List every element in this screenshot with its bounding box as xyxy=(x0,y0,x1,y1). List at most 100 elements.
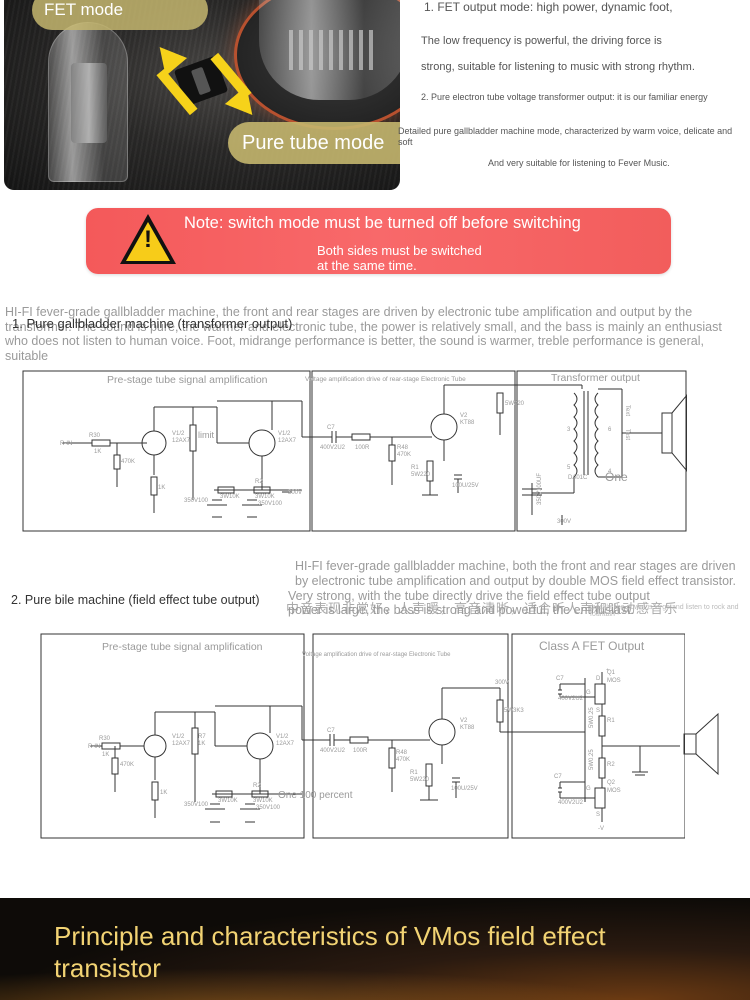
section2-chinese-text: 中音表现非常好，人声暖，高音清晰，适合听人声和听动感音乐 xyxy=(286,601,679,616)
tube-mode-title: 2. Pure electron tube voltage transforme… xyxy=(421,92,708,102)
switch-note-banner xyxy=(86,208,671,274)
label-t6: 6 xyxy=(608,427,612,433)
vmos-section-title: Principle and characteristics of VMos fi… xyxy=(54,921,606,983)
speaker-icon xyxy=(683,712,719,776)
label-r3w: 3W10K xyxy=(220,494,240,500)
d1-mid-stage-label: Voltage amplification drive of rear-stag… xyxy=(305,376,466,383)
label-c100: 100U/25V xyxy=(452,483,479,489)
d2-label-v2: V2 xyxy=(460,718,468,724)
d2-label-v1a-type: 12AX7 xyxy=(172,741,191,747)
fet-mode-line-1: The low frequency is powerful, the drivi… xyxy=(421,35,662,47)
label-r1: R1 xyxy=(411,465,419,471)
label-r1v: 5W220 xyxy=(411,472,431,478)
fet-output-schematic: R-IN R30 1K 470K 1K V1/2 12AX7 R7 1K V1/… xyxy=(40,633,685,839)
section2-small-note: quickly, the power is large and listen t… xyxy=(590,604,739,618)
tube-electrode xyxy=(71,63,107,143)
d2-label-r5w025: 5W0.25 xyxy=(589,707,595,728)
label-r30: R30 xyxy=(89,433,101,439)
label-r100: 100R xyxy=(355,445,370,451)
d2-label-r1b: R1 xyxy=(607,718,615,724)
d2-label-c7: C7 xyxy=(327,728,335,734)
d2-label-v2t: KT88 xyxy=(460,725,475,731)
label-c350: 350V100 xyxy=(184,498,209,504)
amplifier-photo: FET mode Pure tube mode xyxy=(4,0,400,190)
d2-label-r470: 470K xyxy=(120,762,134,768)
d2-label-v1b: V1/2 xyxy=(276,734,289,740)
section1-heading: 1. Pure gallbladder machine (transformer… xyxy=(12,316,293,331)
label-r5w: 5W220 xyxy=(505,401,525,407)
warning-icon-fill xyxy=(126,222,170,261)
d2-pre-stage-label: Pre-stage tube signal amplification xyxy=(102,641,263,653)
label-r470: 470K xyxy=(121,459,135,465)
d2-output-label: Class A FET Output xyxy=(539,639,645,653)
d2-label-r30v: 1K xyxy=(102,752,109,758)
label-v2t: KT88 xyxy=(460,420,475,426)
d2-label-c7bv: 400V2U2 xyxy=(558,696,584,702)
d2-label-c100: 100U/25V xyxy=(451,786,478,792)
d2-label-mos2: MOS xyxy=(607,788,621,794)
d2-label-rin: R-IN xyxy=(88,744,100,750)
label-t3: 3 xyxy=(567,427,571,433)
d2-label-mos: MOS xyxy=(607,678,621,684)
d2-label-r1k: 1K xyxy=(160,790,167,796)
label-r48v: 470K xyxy=(397,452,411,458)
vmos-section-banner xyxy=(0,898,750,1000)
note-line-3: at the same time. xyxy=(317,258,417,273)
d2-label-s: S xyxy=(596,708,600,714)
tube-mode-label: Pure tube mode xyxy=(228,122,400,164)
label-c7: C7 xyxy=(327,425,335,431)
label-da: DA01C xyxy=(568,475,588,481)
d2-label-c7v: 400V2U2 xyxy=(320,748,346,754)
transformer-output-schematic: R-IN R30 1K 470K 1K V1/2 12AX7 V1/2 12AX… xyxy=(22,370,687,532)
label-300v: 300V xyxy=(288,490,302,496)
d2-label-r7: R7 xyxy=(198,734,206,740)
d2-label-c7b: C7 xyxy=(556,676,564,682)
d2-label-r48v: 470K xyxy=(396,757,410,763)
label-r48: R48 xyxy=(397,445,409,451)
d2-label-c350b: 350V100 xyxy=(256,805,281,811)
d2-label-c7cv: 400V2U2 xyxy=(558,800,584,806)
label-c350b: 350V100 xyxy=(258,501,283,507)
label-r1k: 1K xyxy=(158,485,165,491)
d2-label-minus: -V xyxy=(598,826,604,832)
label-c350v: 350V100UF xyxy=(537,473,543,505)
d2-label-c7c: C7 xyxy=(554,774,562,780)
d2-label-r5w3k: 5W3K3 xyxy=(504,708,524,714)
note-line-2: Both sides must be switched xyxy=(317,243,482,258)
section2-description: HI-FI fever-grade gallbladder machine, b… xyxy=(295,559,736,588)
label-300v-b: 300V xyxy=(557,519,571,525)
tube-pins xyxy=(289,30,379,70)
note-line-1: Note: switch mode must be turned off bef… xyxy=(184,214,581,232)
large-vacuum-tube xyxy=(259,0,400,100)
d2-label-q2: Q2 xyxy=(607,780,616,786)
label-r30v: 1K xyxy=(94,449,101,455)
d2-mid-stage-label: Voltage amplification drive of rear-stag… xyxy=(302,652,451,658)
d2-label-r5w025b: 5W0.25 xyxy=(589,749,595,770)
small-vacuum-tube xyxy=(48,22,128,182)
d2-label-300v: 300V xyxy=(495,680,509,686)
d2-label-c350: 350V100 xyxy=(184,802,209,808)
d2-label-r2b: R2 xyxy=(607,762,615,768)
section2-line-b: power is large, the bass is strong and p… xyxy=(288,603,635,617)
label-text-a: Text xyxy=(624,405,630,416)
label-t4: 4 xyxy=(608,469,612,475)
d1-one-label: One xyxy=(605,470,628,484)
label-r2: R2 xyxy=(255,479,263,485)
d1-pre-stage-label: Pre-stage tube signal amplification xyxy=(107,374,268,386)
d2-label-r3w: 3W10K xyxy=(218,798,238,804)
d2-label-s2: S xyxy=(596,812,600,818)
banner-glow xyxy=(0,960,750,1000)
label-v1a-type: 12AX7 xyxy=(172,438,191,444)
d2-label-r1v: 5W220 xyxy=(410,777,430,783)
d2-label-r30: R30 xyxy=(99,736,111,742)
warning-exclamation: ! xyxy=(144,226,152,253)
label-r2v: 3W10K xyxy=(255,494,275,500)
label-v1a: V1/2 xyxy=(172,431,185,437)
d2-label-r7v: 1K xyxy=(198,741,205,747)
label-text-b: Test xyxy=(624,429,630,440)
d1-limit-label: limit xyxy=(198,430,214,440)
label-rin: R-IN xyxy=(60,441,72,447)
d2-label-r1: R1 xyxy=(410,770,418,776)
fet-mode-line-2: strong, suitable for listening to music … xyxy=(421,61,695,73)
d2-label-d: D xyxy=(596,676,601,682)
